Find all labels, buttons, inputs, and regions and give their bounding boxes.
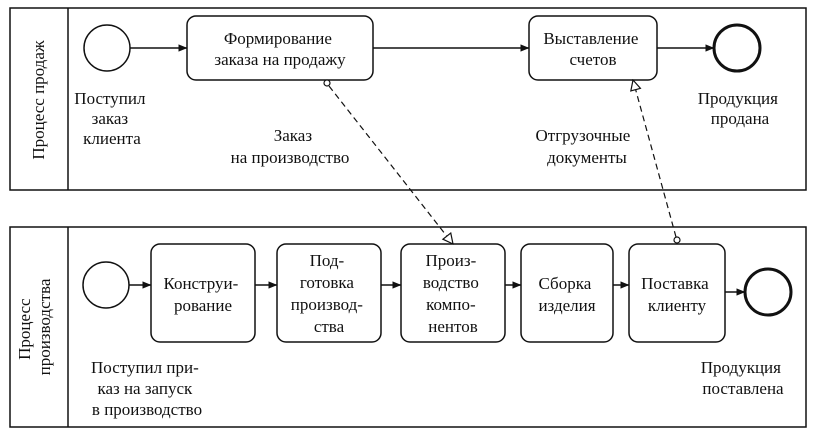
production-end-event[interactable] xyxy=(743,267,793,317)
task-order-forming-label: Формирование заказа на продажу xyxy=(214,29,346,69)
sales-end-event-label: Продукция продана xyxy=(698,89,782,128)
task-delivery-label: Поставка клиенту xyxy=(641,274,713,315)
message-flows: Заказ на производство Отгрузочные докуме… xyxy=(231,79,681,244)
message-flow-production-order-label: Заказ на производство xyxy=(231,126,350,167)
production-start-event-label: Поступил при- каз на запуск в производст… xyxy=(91,358,203,419)
task-assembly-label: Сборка изделия xyxy=(538,274,595,315)
sales-pool-border xyxy=(9,7,807,191)
task-production-prep[interactable] xyxy=(276,243,382,343)
message-flow-source-marker-2 xyxy=(673,236,681,244)
message-flow-source-marker xyxy=(323,79,331,87)
task-design-label: Конструи- рование xyxy=(163,274,242,315)
task-order-forming[interactable] xyxy=(186,15,374,81)
task-invoicing-label: Выставление счетов xyxy=(543,29,642,69)
task-component-production-label: Произ- водство компо- нентов xyxy=(423,251,483,336)
task-delivery[interactable] xyxy=(628,243,726,343)
sales-start-event-label: Поступил заказ клиента xyxy=(74,89,149,148)
sales-pool: Процесс продаж Поступил заказ клиента Фо… xyxy=(9,7,807,191)
task-assembly[interactable] xyxy=(520,243,614,343)
message-flow-production-order xyxy=(328,85,453,244)
sales-pool-title: Процесс продаж xyxy=(29,40,48,159)
task-design[interactable] xyxy=(150,243,256,343)
production-start-event[interactable] xyxy=(82,261,130,309)
task-production-prep-label: Под- готовка производ- ства xyxy=(291,251,367,336)
sales-end-event[interactable] xyxy=(712,23,762,73)
production-pool-title: Процесс производства xyxy=(15,278,54,375)
task-invoicing[interactable] xyxy=(528,15,658,81)
production-end-event-label: Продукция поставлена xyxy=(701,358,785,398)
message-flow-shipping-docs xyxy=(633,80,677,238)
production-pool: Процесс производства Поступил при- каз н… xyxy=(9,226,807,428)
sales-start-event[interactable] xyxy=(83,24,131,72)
message-flow-shipping-docs-label: Отгрузочные документы xyxy=(536,126,635,167)
